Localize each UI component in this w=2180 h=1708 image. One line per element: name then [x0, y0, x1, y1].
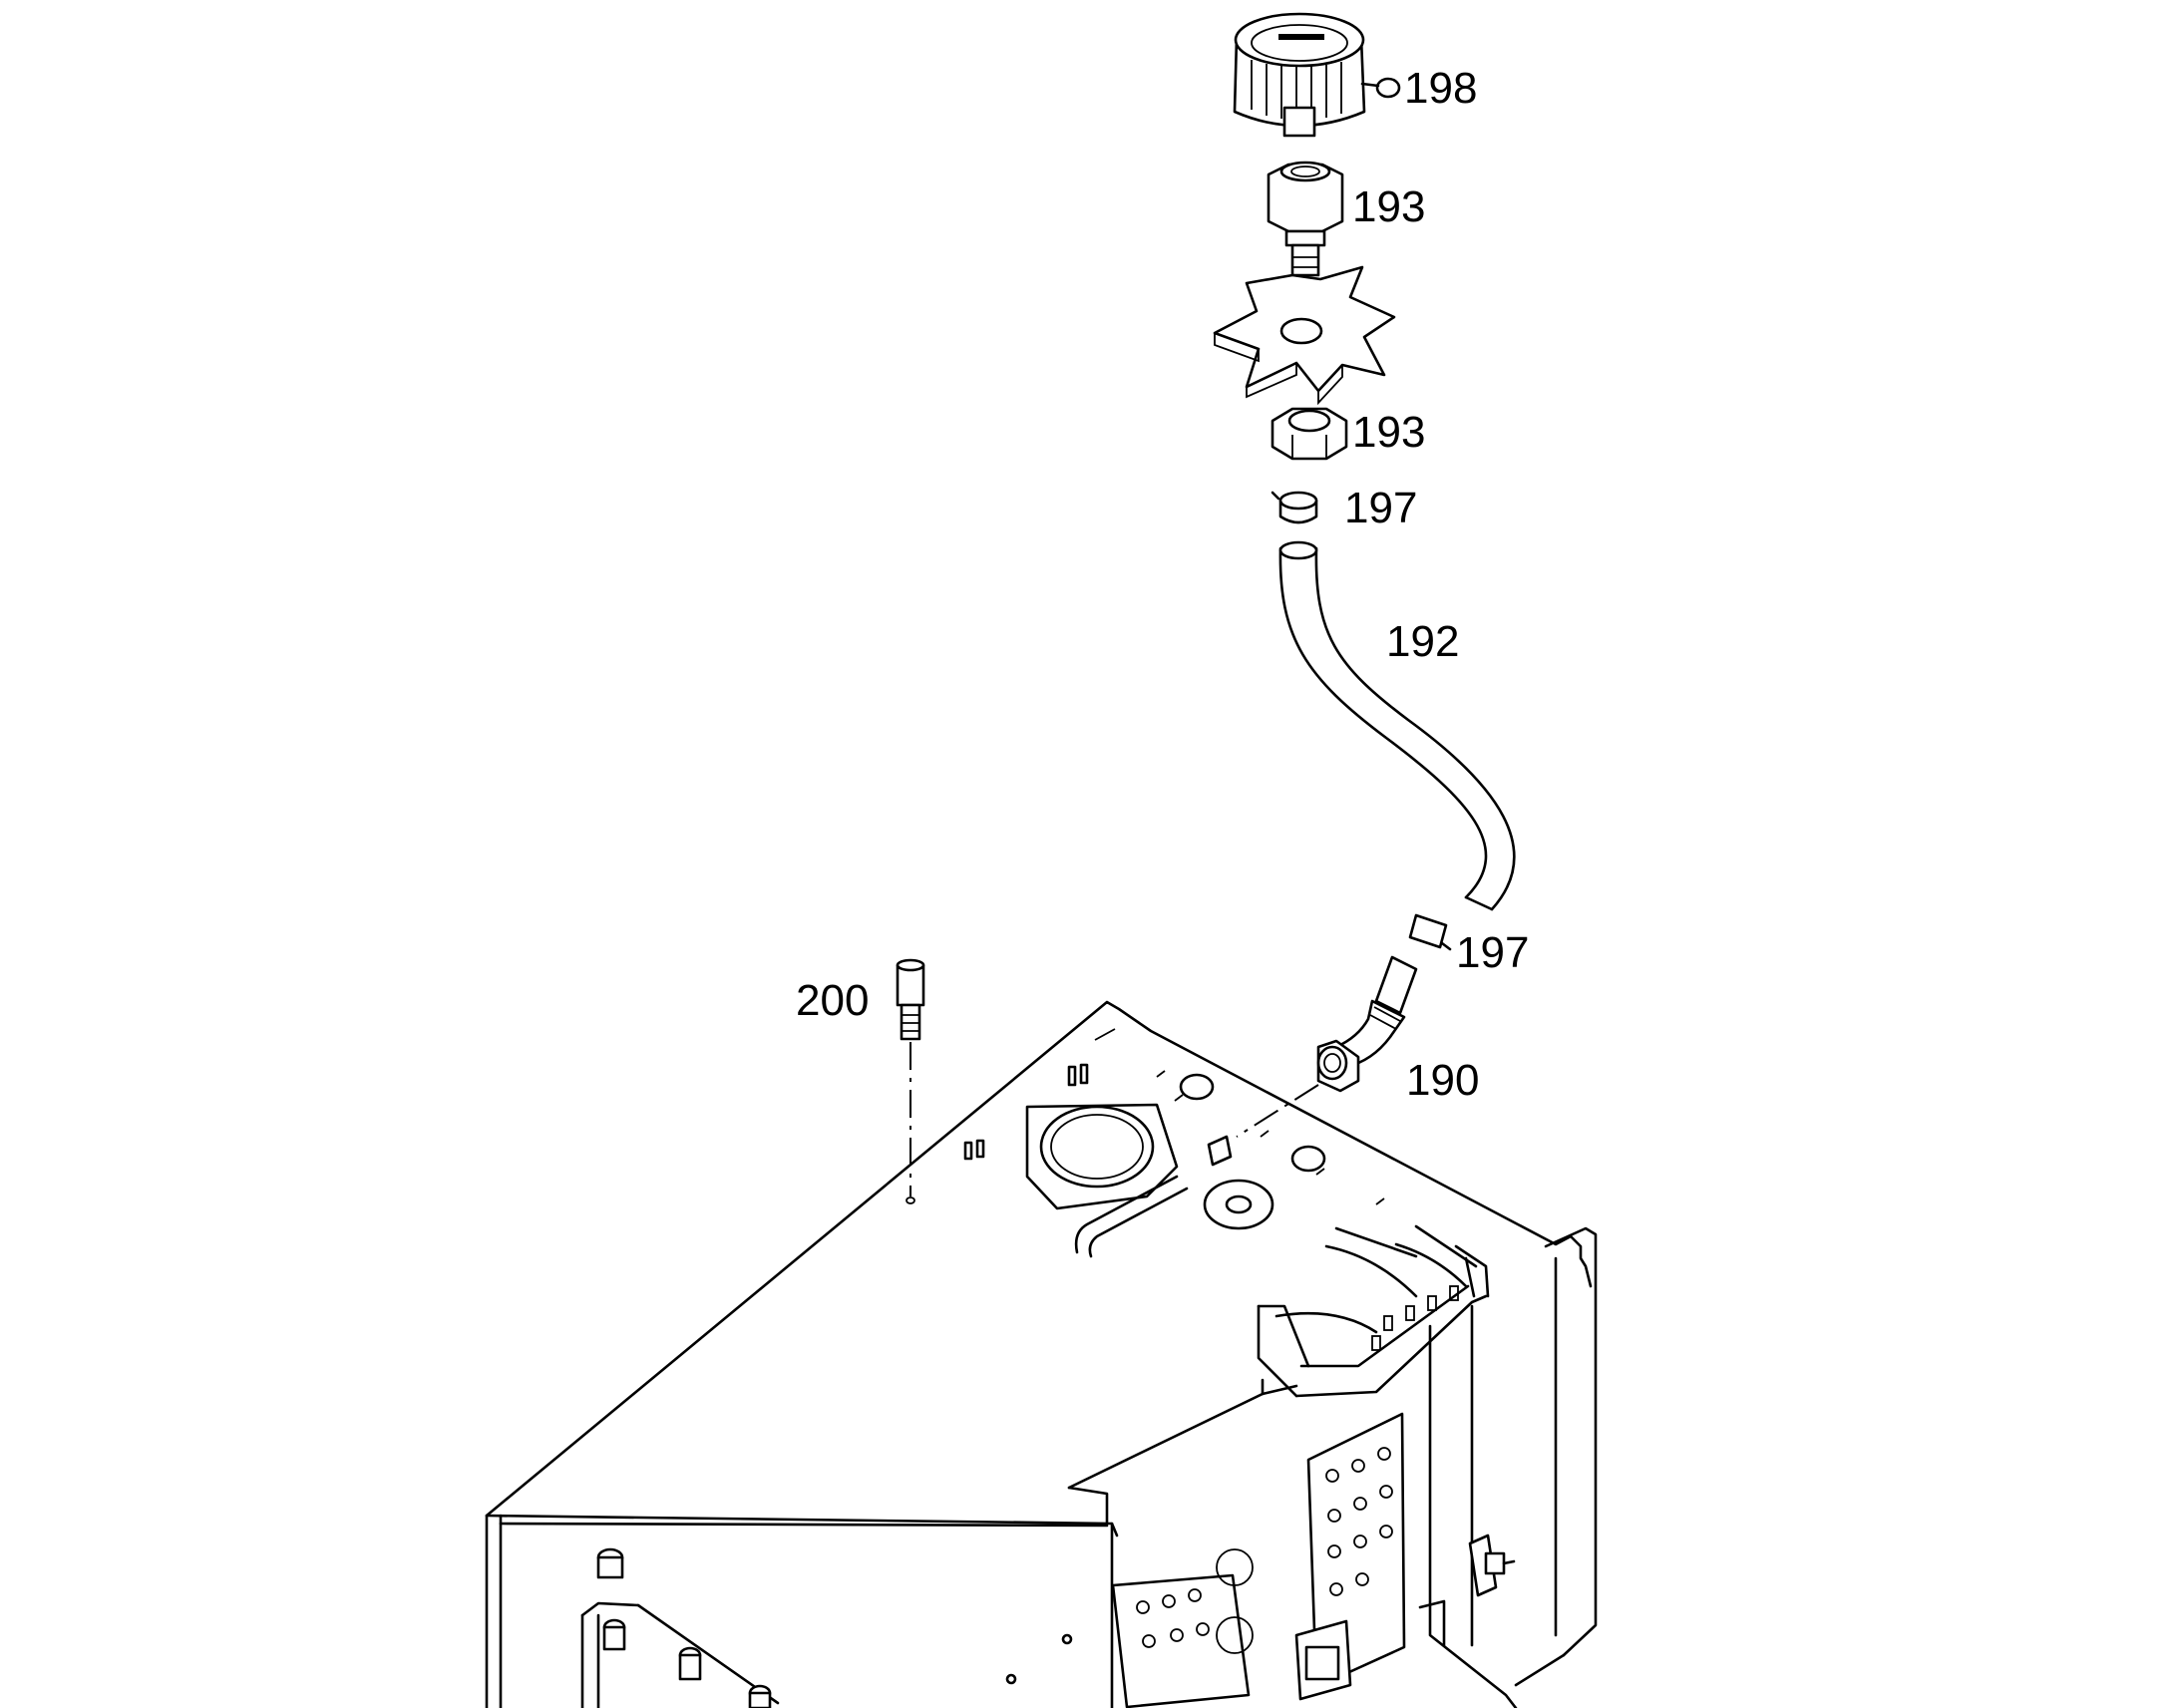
vent-200	[896, 958, 925, 1041]
hose-clamp-197-upper	[1271, 491, 1318, 524]
elbow-fitting-190	[1316, 955, 1418, 1093]
hex-nut-193-lower	[1271, 407, 1348, 461]
vent-port	[906, 1196, 915, 1204]
callout-193-upper: 193	[1352, 182, 1426, 231]
callout-197-lower: 197	[1456, 928, 1530, 977]
callout-190: 190	[1406, 1056, 1480, 1105]
filler-cap-198	[1233, 12, 1401, 138]
hose-clamp-197-lower	[1408, 913, 1452, 951]
hydraulic-tank	[485, 1000, 1598, 1708]
callout-192: 192	[1386, 617, 1460, 666]
callout-200: 200	[796, 976, 870, 1025]
fitting-193-upper	[1267, 161, 1344, 277]
callout-197-upper: 197	[1344, 484, 1418, 532]
star-gasket	[1213, 265, 1396, 406]
hose-192	[1278, 540, 1516, 911]
callout-193-lower: 193	[1352, 408, 1426, 457]
centerline-190	[1236, 1084, 1319, 1138]
callout-198: 198	[1404, 64, 1478, 113]
